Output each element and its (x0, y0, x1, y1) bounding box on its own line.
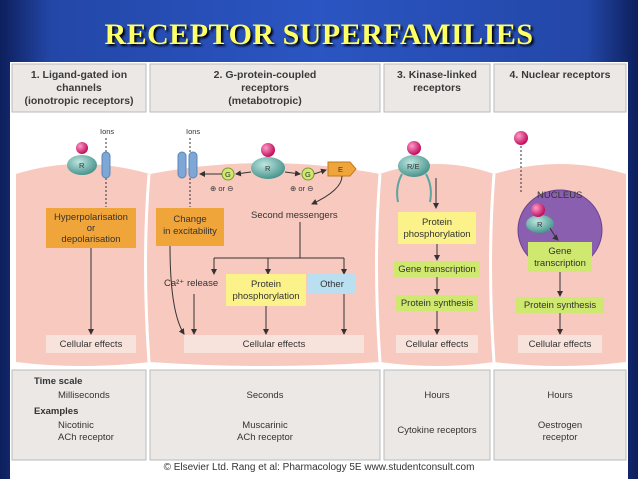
header-3-line1: 3. Kinase-linked (397, 69, 477, 81)
receptor-figure: 1. Ligand-gated ion channels (ionotropic… (10, 62, 628, 479)
receptor-4-label: R (537, 220, 543, 229)
protein-phosphorylation-box-2 (226, 274, 306, 306)
change-line2: in excitability (163, 226, 217, 237)
ligand-4-bound (531, 203, 545, 217)
header-1-line1: 1. Ligand-gated ion (31, 69, 127, 81)
receptor-3 (398, 155, 430, 177)
cellular-effects-2: Cellular effects (243, 339, 306, 350)
time-2: Seconds (247, 390, 284, 401)
column-1-pathway: Ions R Hyperpolarisation or depolarisati… (46, 127, 136, 353)
second-messengers: Second messengers (251, 210, 338, 221)
column-3-pathway: R/E Protein phosphorylation Gene transcr… (394, 141, 480, 353)
example-4b: receptor (543, 432, 578, 443)
change-line1: Change (173, 214, 206, 225)
effector-e-label: E (338, 165, 343, 174)
example-4a: Oestrogen (538, 420, 582, 431)
g-left-label: G (225, 170, 231, 179)
gene-transcription-3: Gene transcription (398, 264, 476, 275)
cellular-effects-box-4 (518, 335, 602, 353)
example-3: Cytokine receptors (397, 425, 476, 436)
example-2b: ACh receptor (237, 432, 293, 443)
column-headers: 1. Ligand-gated ion channels (ionotropic… (11, 63, 627, 113)
other-label: Other (320, 279, 344, 290)
hyper-line2: or (87, 223, 95, 234)
header-1-line3: (ionotropic receptors) (24, 95, 133, 107)
cellular-effects-box-1 (46, 335, 136, 353)
cellular-effects-box-3 (396, 335, 478, 353)
time-4: Hours (547, 390, 573, 401)
ions-label-2: Ions (186, 127, 200, 136)
receptor-1-label: R (79, 161, 85, 170)
cellular-effects-3: Cellular effects (406, 339, 469, 350)
protein-synthesis-4: Protein synthesis (524, 300, 597, 311)
column-4-pathway: NUCLEUS R Gene transcription Protein syn… (514, 131, 604, 353)
receptor-2-label: R (265, 164, 271, 173)
ca-release: Ca²⁺ release (164, 278, 218, 289)
kin-prot-b: phosphorylation (403, 229, 470, 240)
cellular-effects-4: Cellular effects (529, 339, 592, 350)
protein-synthesis-3: Protein synthesis (401, 298, 474, 309)
example-2a: Muscarinic (242, 420, 288, 431)
hyper-line3: depolarisation (61, 234, 120, 245)
plusminus-left: ⊕ or ⊖ (210, 184, 233, 193)
ligand-2 (261, 143, 275, 157)
receptor-2 (251, 157, 285, 179)
header-3-line2: receptors (413, 82, 461, 94)
kin-prot-a: Protein (422, 217, 452, 228)
protein-synthesis-box-3 (396, 295, 478, 311)
cellular-effects-box-2 (184, 335, 364, 353)
receptor-4 (526, 215, 554, 233)
header-2-line2: receptors (241, 82, 289, 94)
example-1b: ACh receptor (58, 432, 114, 443)
example-1a: Nicotinic (58, 420, 94, 431)
kinase-protein-phosphorylation-box (398, 212, 476, 244)
ion-channel-2a (177, 151, 187, 179)
diagram-svg: 1. Ligand-gated ion channels (ionotropic… (11, 63, 627, 461)
gene-transcription-box-3 (394, 261, 480, 277)
slide-title: RECEPTOR SUPERFAMILIES (104, 18, 534, 51)
hyperpolarisation-box (46, 208, 136, 248)
header-2-line1: 2. G-protein-coupled (214, 69, 317, 81)
time-scale-table: Time scale Milliseconds Examples Nicotin… (11, 369, 627, 461)
other-box (308, 274, 356, 294)
examples-label: Examples (34, 406, 78, 417)
column-2-pathway: Ions R G G ⊕ or ⊖ ⊕ or ⊖ E (156, 127, 364, 353)
ligand-3 (407, 141, 421, 155)
hyper-line1: Hyperpolarisation (54, 212, 128, 223)
ion-channel-1 (101, 151, 111, 179)
ligand-4 (514, 131, 528, 145)
protein-synthesis-box-4 (516, 297, 604, 313)
change-excitability-box (156, 208, 224, 246)
time-3: Hours (424, 390, 450, 401)
gene-b: transcription (534, 258, 586, 269)
cellular-effects-1: Cellular effects (60, 339, 123, 350)
header-1-line2: channels (56, 82, 102, 94)
plusminus-right: ⊕ or ⊖ (290, 184, 313, 193)
ion-channel-2b (188, 151, 198, 179)
credit-line: © Elsevier Ltd. Rang et al: Pharmacology… (163, 462, 475, 473)
receptor-3-label: R/E (407, 162, 420, 171)
effector-e (327, 161, 357, 177)
header-2-line3: (metabotropic) (228, 95, 302, 107)
gene-transcription-box-4 (528, 242, 592, 272)
ions-label-1: Ions (100, 127, 114, 136)
ligand-1 (76, 142, 88, 154)
nucleus-label: NUCLEUS (537, 190, 582, 201)
gene-a: Gene (548, 246, 571, 257)
g-right-label: G (305, 170, 311, 179)
time-scale-label: Time scale (34, 376, 82, 387)
time-1: Milliseconds (58, 390, 110, 401)
prot-phos-2a: Protein (251, 279, 281, 290)
prot-phos-2b: phosphorylation (232, 291, 299, 302)
header-4-line1: 4. Nuclear receptors (510, 69, 611, 81)
receptor-1 (67, 155, 97, 175)
